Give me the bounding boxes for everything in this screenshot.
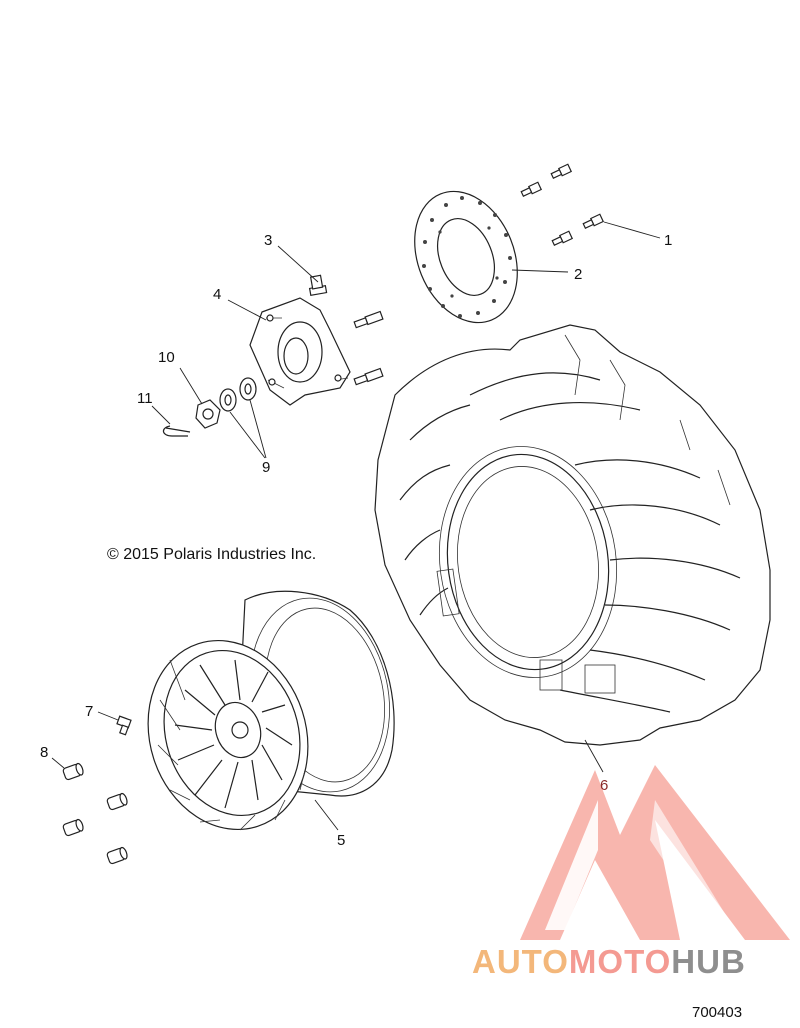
callout-10: 10 xyxy=(158,349,175,366)
valve-stem xyxy=(116,715,132,736)
wheel-rim xyxy=(147,590,395,831)
wheel-studs xyxy=(353,310,384,386)
callout-3: 3 xyxy=(264,232,273,249)
hub-stud xyxy=(308,274,328,297)
automotohub-logo-text: AUTOMOTOHUB xyxy=(472,943,746,981)
callout-4: 4 xyxy=(213,286,222,303)
brake-disc-bolts xyxy=(520,163,605,246)
brake-disc xyxy=(414,190,518,324)
callout-7: 7 xyxy=(85,703,94,720)
logo-text-part-3: HUB xyxy=(671,943,746,980)
washers xyxy=(219,377,257,412)
callout-8: 8 xyxy=(40,744,49,761)
callout-2: 2 xyxy=(574,266,583,283)
tire xyxy=(374,324,771,746)
automotohub-logo-mark xyxy=(520,765,790,940)
cotter-pin xyxy=(162,425,191,437)
wheel-hub xyxy=(249,297,351,406)
logo-text-part-1: AUTO xyxy=(472,943,569,980)
lug-nuts xyxy=(62,762,128,865)
copyright-notice: © 2015 Polaris Industries Inc. xyxy=(107,546,317,563)
diagram-number: 700403 xyxy=(692,1004,743,1021)
logo-text-part-2: MOTO xyxy=(568,943,672,980)
callout-6: 6 xyxy=(600,777,609,794)
callout-5: 5 xyxy=(337,832,346,849)
castle-nut xyxy=(195,399,221,429)
callout-9: 9 xyxy=(262,459,271,476)
callout-11: 11 xyxy=(137,390,153,407)
callout-1: 1 xyxy=(664,232,673,249)
